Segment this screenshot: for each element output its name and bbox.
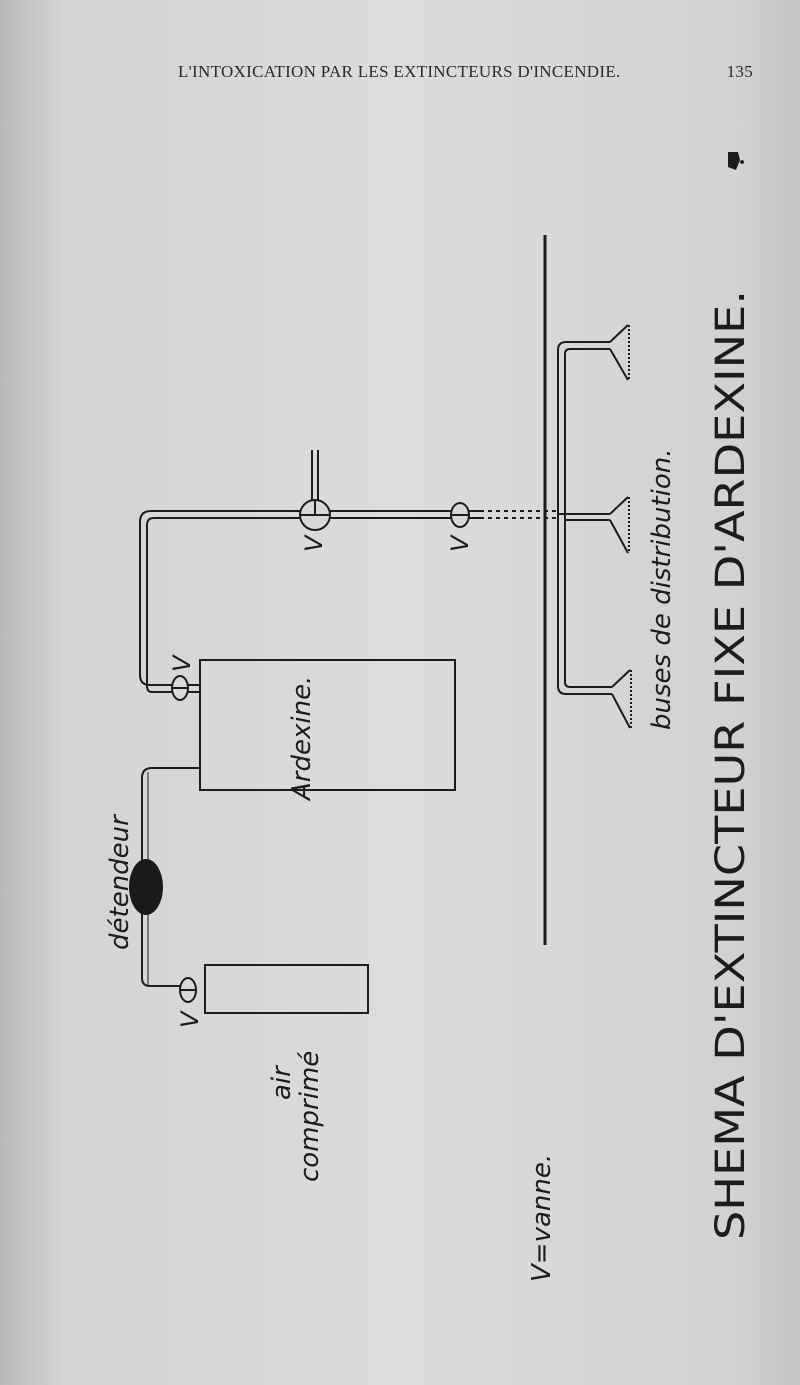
valve-label: V: [168, 654, 196, 672]
running-title: L'INTOXICATION PAR LES EXTINCTEURS D'INC…: [178, 62, 621, 81]
nozzle: [611, 669, 632, 729]
air-label: air: [267, 1064, 297, 1100]
pressure-reducer-icon: [129, 859, 163, 915]
printer-mark-icon: [728, 152, 745, 170]
outlet-pipe: [139, 510, 480, 686]
valve-label: V: [446, 534, 474, 552]
nozzles-label: buses de distribution.: [647, 448, 677, 730]
legend-label: V=vanne.: [527, 1154, 557, 1282]
compressed-air-tank: [204, 964, 369, 1014]
distribution-pipe: [557, 341, 612, 695]
diagram-caption: SHEMA D'EXTINCTEUR FIXE D'ARDEXINE.: [708, 290, 754, 1240]
nozzle: [609, 324, 630, 381]
comprime-label: comprimé: [295, 1051, 325, 1182]
valve-label: V: [176, 1010, 204, 1028]
ardexine-tank: [199, 659, 456, 791]
ardexine-label: Ardexine.: [287, 676, 317, 802]
detendeur-label: détendeur: [105, 813, 135, 950]
nozzle: [609, 496, 630, 554]
valve-label: V: [300, 534, 328, 552]
page-number: 135: [726, 62, 753, 81]
